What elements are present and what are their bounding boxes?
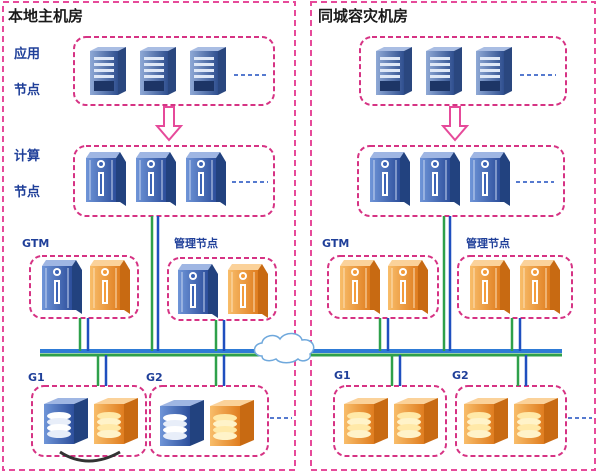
remote-gtm-label: GTM [322,237,350,250]
disk-storage-icon [514,398,558,444]
local-compute-group [73,145,275,217]
blade-server-icon [85,151,127,207]
disk-storage-icon [394,398,438,444]
blade-server-icon [469,259,511,315]
local-g2-group [149,385,269,457]
blade-server-icon [185,151,227,207]
remote-mgmt-group [457,255,573,319]
remote-g2-group [455,385,567,457]
local-g2-label: G2 [146,371,163,384]
remote-site-title: 同城容灾机房 [318,7,409,25]
remote-gtm-group [327,255,439,319]
app-node-label-line2: 节点 [14,83,41,98]
local-g1-label: G1 [28,371,45,384]
remote-g1-group [333,385,447,457]
compute-node-label-line2: 节点 [14,185,41,200]
disk-storage-icon [464,398,508,444]
disk-storage-icon [210,400,254,446]
compute-node-label-line1: 计算 [14,149,41,164]
remote-app-group [359,36,567,106]
tower-server-icon [376,47,412,95]
local-mgmt-label: 管理节点 [174,237,218,250]
local-links [78,216,226,386]
remote-g1-label: G1 [334,369,351,382]
blade-server-icon [419,151,461,207]
blade-server-icon [369,151,411,207]
local-app-group [73,36,275,106]
tower-server-icon [426,47,462,95]
remote-g2-label: G2 [452,369,469,382]
local-site-border [2,1,296,471]
disk-storage-icon [44,398,88,444]
remote-site-border [310,1,596,471]
disk-storage-icon [94,398,138,444]
local-mgmt-group [167,257,277,321]
disk-storage-icon [160,400,204,446]
blade-server-icon [135,151,177,207]
local-gtm-group [29,255,139,319]
local-site-title: 本地主机房 [8,7,84,25]
blade-server-icon [227,263,269,319]
down-arrow-icon [440,106,470,142]
local-g1-group [31,385,147,457]
replication-link [59,450,121,463]
tower-server-icon [140,47,176,95]
remote-mgmt-label: 管理节点 [466,237,510,250]
app-node-label-line1: 应用 [14,47,41,62]
blade-server-icon [339,259,381,315]
blade-server-icon [89,259,131,315]
blade-server-icon [469,151,511,207]
tower-server-icon [190,47,226,95]
tower-server-icon [90,47,126,95]
remote-links [378,216,528,386]
blade-server-icon [177,263,219,319]
tower-server-icon [476,47,512,95]
down-arrow-icon [154,106,184,142]
cloud-icon [253,332,315,364]
blade-server-icon [387,259,429,315]
remote-compute-group [357,145,565,217]
local-gtm-label: GTM [22,237,50,250]
disk-storage-icon [344,398,388,444]
blade-server-icon [41,259,83,315]
blade-server-icon [519,259,561,315]
